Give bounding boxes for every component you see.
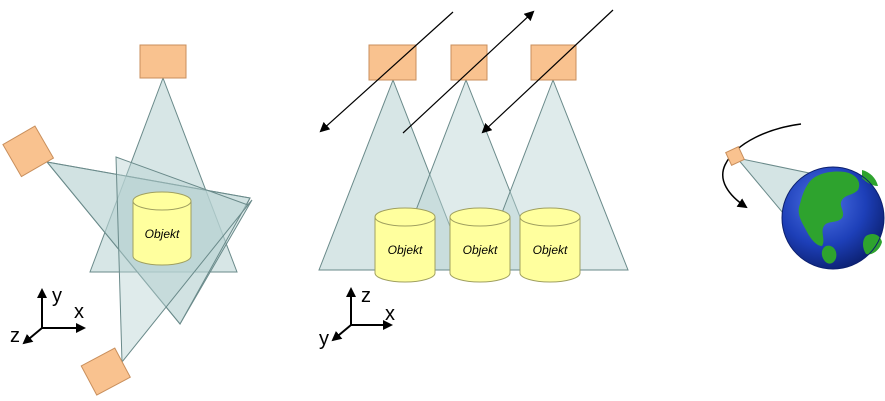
axes-middle: z x y — [319, 285, 395, 350]
object-cylinder: Objekt — [132, 191, 192, 266]
object-label: Objekt — [145, 227, 180, 241]
object-label: Objekt — [463, 243, 498, 257]
axis-label-depth: y — [319, 328, 329, 350]
axis-label-depth: z — [10, 325, 20, 347]
camera-3 — [530, 44, 577, 81]
earth-globe-icon — [781, 166, 885, 270]
left-panel: Objekt y x z — [2, 44, 253, 396]
axis-label-right: x — [385, 303, 395, 325]
camera-bottom — [80, 347, 131, 396]
frustum-top-camera — [89, 76, 238, 273]
flight-arrow-3 — [481, 9, 614, 134]
satellite-camera — [725, 146, 745, 166]
right-panel — [722, 123, 885, 270]
flight-arrow-2 — [402, 10, 535, 134]
camera-2 — [450, 44, 488, 81]
object-cylinder-3: Objekt — [519, 207, 581, 283]
axes-left: y x z — [10, 285, 86, 347]
axis-label-right: x — [74, 301, 84, 323]
camera-left — [2, 125, 55, 178]
flight-arrow-1 — [319, 11, 454, 133]
axis-label-up: z — [361, 285, 371, 307]
middle-panel: Objekt Objekt Objekt z x y — [318, 9, 629, 350]
object-label: Objekt — [533, 243, 568, 257]
axis-label-up: y — [52, 285, 62, 307]
object-cylinder-1: Objekt — [374, 207, 436, 283]
object-cylinder-2: Objekt — [449, 207, 511, 283]
camera-1 — [368, 44, 417, 81]
camera-top — [139, 44, 187, 79]
object-label: Objekt — [388, 243, 423, 257]
orbit-arrow — [722, 123, 802, 209]
